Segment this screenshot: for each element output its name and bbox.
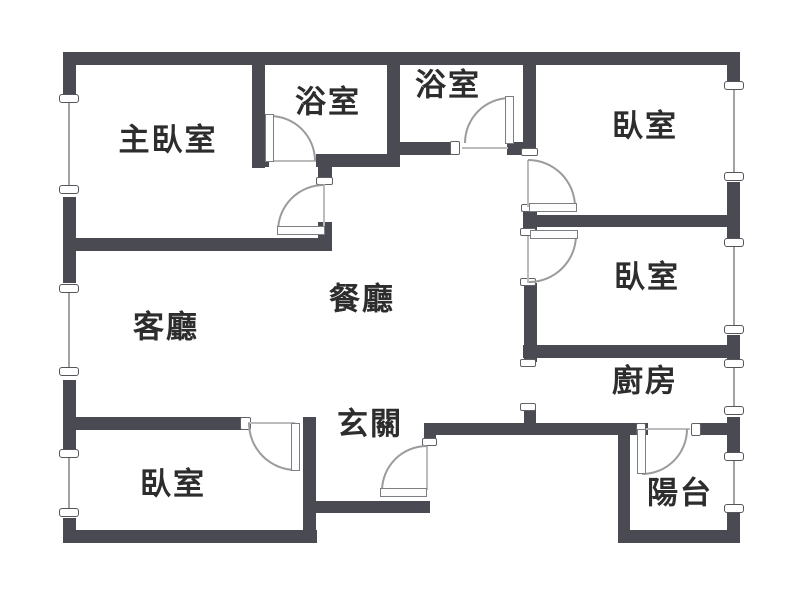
wall-bath2-right — [523, 52, 536, 152]
wall-bath2-bottom-left — [396, 142, 451, 155]
wall-spine-stub — [524, 408, 536, 424]
room-bedroom-top-right-label: 臥室 — [612, 108, 678, 144]
window-tick — [724, 238, 744, 247]
wall-exterior-top — [63, 52, 740, 65]
window-tick — [724, 504, 744, 513]
window-right-2 — [733, 245, 735, 331]
wall-spine-middle — [524, 283, 537, 362]
window-tick — [59, 284, 79, 293]
window-right-1 — [733, 88, 735, 178]
window-tick — [59, 94, 79, 103]
wall-entry-bottom — [316, 501, 430, 513]
wall-living-bedroom-divider — [63, 417, 243, 430]
window-tick — [724, 81, 744, 90]
wall-cap — [521, 148, 538, 156]
window-right-4 — [733, 459, 735, 510]
window-tick — [724, 172, 744, 181]
window-tick — [724, 406, 744, 415]
wall-divider-master-bath1 — [252, 52, 265, 168]
door-leaf-bedroom-middle-right — [530, 230, 578, 239]
door-arc-front — [381, 445, 427, 491]
wall-balcony-bottom — [618, 530, 740, 543]
room-master-bedroom-label: 主臥室 — [118, 122, 218, 158]
door-jamb — [691, 423, 701, 436]
wall-bath1-bottom-left — [252, 154, 269, 167]
window-tick — [724, 452, 744, 461]
wall-kitchen-bottom-left — [424, 423, 648, 435]
wall-cap — [520, 403, 536, 411]
door-arc-bedroom-middle-right — [529, 235, 577, 283]
wall-balcony-left — [618, 423, 630, 543]
door-arc-balcony — [642, 429, 688, 475]
wall-cap — [422, 438, 437, 446]
room-dining-room-label: 餐廳 — [329, 281, 395, 317]
window-left-3 — [68, 456, 70, 514]
window-tick — [59, 367, 79, 376]
door-leaf-front — [380, 488, 427, 497]
door-leaf-bathroom-2 — [505, 96, 514, 144]
wall-cap — [316, 177, 333, 185]
wall-bedroom-top-right-bottom — [523, 215, 740, 227]
door-leaf-master-bedroom — [277, 226, 325, 235]
window-right-3 — [733, 366, 735, 411]
wall-exterior-left-3 — [63, 380, 76, 453]
window-tick — [724, 359, 744, 368]
wall-exterior-left-1 — [63, 52, 76, 97]
door-arc-bathroom-2 — [464, 97, 510, 143]
wall-divider-bath1-bath2 — [387, 52, 400, 167]
wall-exterior-right-1 — [727, 52, 740, 83]
window-tick — [59, 449, 79, 458]
room-bedroom-middle-right-label: 臥室 — [614, 259, 680, 295]
room-bathroom-2-label: 浴室 — [415, 67, 481, 103]
window-left-2 — [68, 291, 70, 374]
room-bedroom-bottom-left-label: 臥室 — [140, 466, 206, 502]
door-leaf-bathroom-1 — [265, 114, 274, 162]
wall-bedroom-bottom-left-right — [303, 417, 316, 543]
door-line-bathroom-2 — [462, 147, 508, 149]
wall-front-door-stub — [424, 423, 436, 441]
door-arc-bedroom-top-right — [528, 159, 576, 207]
wall-bath1-bottom-right — [316, 154, 400, 167]
door-line-balcony — [646, 428, 690, 430]
door-leaf-balcony — [637, 429, 646, 474]
door-arc-master-bedroom — [277, 184, 324, 231]
wall-cap — [520, 359, 536, 367]
window-tick — [59, 508, 79, 517]
door-leaf-bedroom-top-right — [529, 203, 577, 212]
room-balcony-label: 陽台 — [647, 475, 713, 511]
room-bathroom-1-label: 浴室 — [295, 84, 361, 120]
wall-bedroom-bottom-left-bottom — [63, 530, 317, 543]
door-arc-bedroom-bottom-left — [248, 423, 296, 471]
window-tick — [724, 325, 744, 334]
window-left-1 — [68, 100, 70, 192]
room-kitchen-label: 廚房 — [612, 363, 678, 399]
door-arc-bathroom-1 — [270, 115, 316, 161]
wall-bedroom-middle-right-bottom — [523, 345, 740, 358]
wall-exterior-right-2 — [727, 182, 740, 240]
door-jamb — [450, 141, 460, 155]
door-leaf-bedroom-bottom-left — [291, 423, 300, 471]
wall-kitchen-bottom-right — [698, 423, 740, 435]
room-living-room-label: 客廳 — [133, 309, 199, 345]
door-line-bedroom-bottom-left — [248, 422, 295, 424]
window-tick — [59, 185, 79, 194]
wall-master-bottom — [63, 238, 332, 251]
door-line-bedroom-top-right — [527, 160, 529, 207]
door-line-bedroom-middle-right — [527, 236, 529, 283]
room-entryway-label: 玄關 — [337, 406, 403, 442]
